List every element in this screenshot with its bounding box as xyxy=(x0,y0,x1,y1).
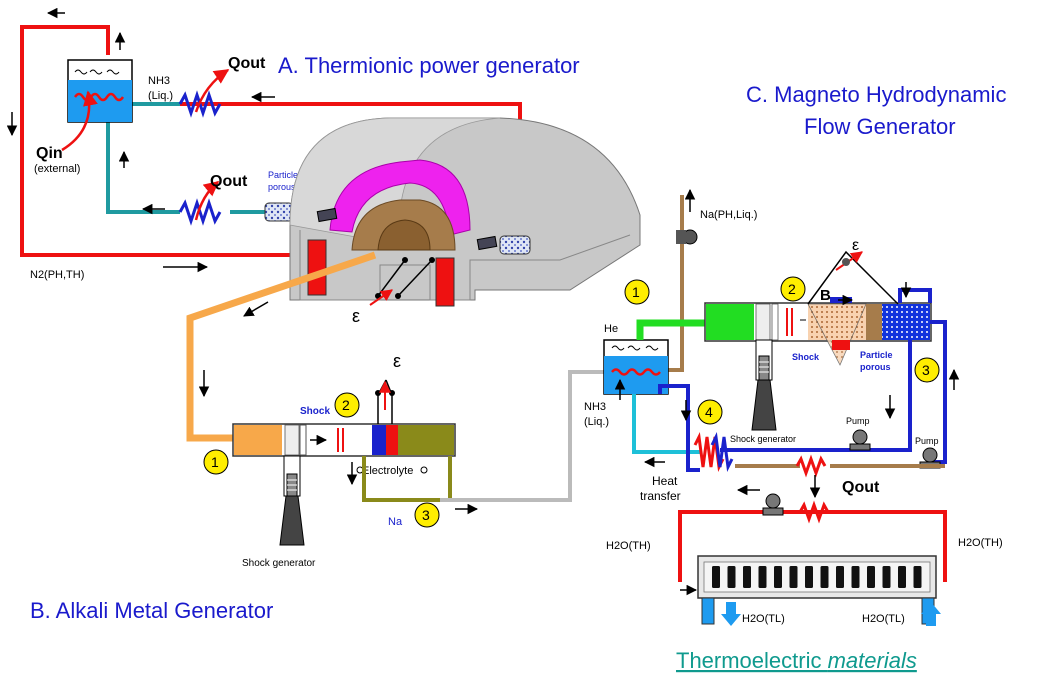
thermoelectric-leg xyxy=(851,566,860,588)
arch-generator xyxy=(289,117,641,307)
marker-c2: 2 xyxy=(788,281,796,297)
title-thermoelectric: Thermoelectric materials xyxy=(676,648,917,673)
teal-pipe-loop xyxy=(106,122,265,214)
thermoelectric-leg xyxy=(774,566,782,588)
h2o-tl-right: H2O(TL) xyxy=(862,613,905,625)
mhd-section: Na(PH,Liq.) 1 He NH3 (Liq.) B ε 2 xyxy=(584,188,1003,673)
h2o-th-right: H2O(TH) xyxy=(958,537,1003,549)
external-label: (external) xyxy=(34,163,80,175)
thermoelectric-leg xyxy=(882,566,891,588)
liq-label-top: (Liq.) xyxy=(148,90,173,102)
title-mhd-line2: Flow Generator xyxy=(804,114,956,139)
teal-pipe-mhd xyxy=(632,394,700,454)
thermoelectric-leg xyxy=(913,566,922,588)
nh3-label-top: NH3 xyxy=(148,75,170,87)
thermoelectric-leg xyxy=(898,566,906,588)
cold-in-arrow xyxy=(921,602,941,626)
gray-pipe xyxy=(440,370,605,502)
coil-mid xyxy=(178,198,222,226)
marker-b1: 1 xyxy=(211,454,219,470)
red-loop-pipe xyxy=(20,25,305,257)
qin-arrow xyxy=(61,90,98,152)
he-label: He xyxy=(604,323,618,335)
epsilon-a: ε xyxy=(352,306,360,326)
flow-arrow xyxy=(243,301,269,317)
pump-1 xyxy=(849,429,871,451)
thermoelectric-leg xyxy=(820,566,829,588)
pump-label-2: Pump xyxy=(915,436,939,446)
na-label-b: Na xyxy=(388,516,403,528)
cold-out-arrow xyxy=(721,602,741,626)
particle-porous-a xyxy=(264,202,294,222)
thermoelectric-leg xyxy=(712,566,720,588)
orange-pipe xyxy=(186,251,377,442)
particle-label-c: Particle xyxy=(860,350,893,360)
olive-pipe xyxy=(362,456,452,502)
nh3-tank-top xyxy=(67,59,133,123)
thermoelectric-leg xyxy=(805,566,813,588)
thermoelectric-leg xyxy=(836,566,844,588)
heat-transfer-coil xyxy=(693,431,734,473)
coil-bottom-2 xyxy=(798,500,830,524)
nh3-label-mhd: NH3 xyxy=(584,401,606,413)
blue-pipe-mhd xyxy=(658,384,700,472)
coil-bottom-1 xyxy=(795,454,827,478)
circuit-a xyxy=(369,257,435,306)
marker-c1: 1 xyxy=(632,284,640,300)
liq-label-mhd: (Liq.) xyxy=(584,416,609,428)
h2o-tl-left: H2O(TL) xyxy=(742,613,785,625)
alkali-section: ε Shock 2 1 Electrolyte Na 3 Shock gener… xyxy=(30,251,605,623)
thermionic-section: NH3 (Liq.) Qin (external) Qout Qout Part… xyxy=(6,7,641,326)
qout-top-label: Qout xyxy=(228,55,266,72)
qout-mid-label: Qout xyxy=(210,173,248,190)
electrolyte-label: Electrolyte xyxy=(362,465,413,477)
shock-generator-label-c: Shock generator xyxy=(730,434,796,444)
shock-generator-label-b: Shock generator xyxy=(242,558,316,569)
na-ph-label: Na(PH,Liq.) xyxy=(700,209,757,221)
title-alkali: B. Alkali Metal Generator xyxy=(30,598,273,623)
thermoelectric-leg xyxy=(758,566,767,588)
porous-label-a: porous xyxy=(268,182,296,192)
shock-label-c: Shock xyxy=(792,352,820,362)
thermoelectric-leg xyxy=(743,566,751,588)
pump-label-1: Pump xyxy=(846,416,870,426)
thermoelectric-leg xyxy=(867,566,875,588)
thermoelectric-block xyxy=(697,555,937,625)
epsilon-c: ε xyxy=(852,237,859,254)
heat-transfer-label-2: transfer xyxy=(640,489,681,503)
marker-b2: 2 xyxy=(342,397,350,413)
qout-top-arrow xyxy=(194,68,230,113)
shock-label-b: Shock xyxy=(300,406,330,417)
shock-generator-c xyxy=(751,339,777,431)
epsilon-b: ε xyxy=(393,351,401,371)
porous-label-c: porous xyxy=(860,362,891,372)
qout-mid-arrow xyxy=(194,181,220,221)
marker-c4: 4 xyxy=(705,404,713,420)
qout-bottom-label: Qout xyxy=(842,479,880,496)
qin-label: Qin xyxy=(36,145,63,162)
title-mhd-line1: C. Magneto Hydrodynamic xyxy=(746,82,1006,107)
b-field-label: B xyxy=(820,287,831,304)
thermoelectric-leg xyxy=(727,566,736,588)
heat-transfer-label-1: Heat xyxy=(652,474,678,488)
n2-label: N2(PH,TH) xyxy=(30,269,84,281)
marker-c3: 3 xyxy=(922,362,930,378)
green-pipe xyxy=(636,319,710,340)
title-thermionic: A. Thermionic power generator xyxy=(278,53,580,78)
h2o-th-left: H2O(TH) xyxy=(606,540,651,552)
marker-b3: 3 xyxy=(422,507,430,523)
particle-label-a: Particle xyxy=(268,170,298,180)
shock-generator-b xyxy=(279,455,305,546)
thermoelectric-leg xyxy=(789,566,798,588)
